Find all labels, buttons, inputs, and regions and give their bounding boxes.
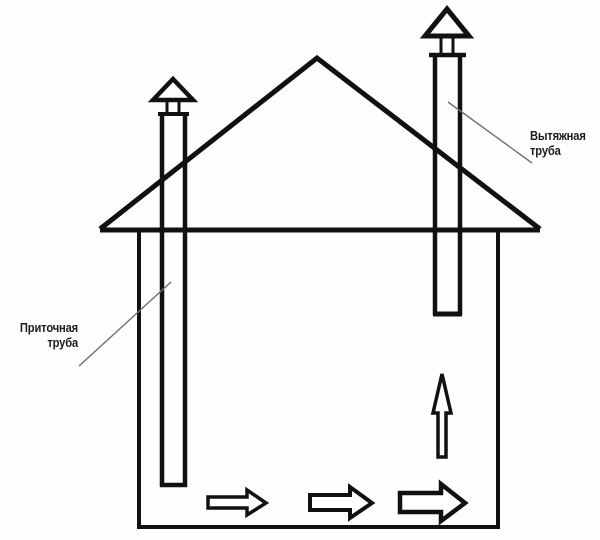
- leader-line-exhaust: [447, 101, 533, 164]
- supply-pipe-label-line1: Приточная: [19, 320, 78, 335]
- airflow-arrows-horizontal: [206, 479, 469, 526]
- leader-lines: [78, 101, 533, 367]
- airflow-arrow-3: [397, 479, 469, 526]
- supply-pipe-label: Приточная труба: [11, 320, 78, 350]
- exhaust-pipe-label-line1: Вытяжная: [530, 128, 586, 143]
- house-outline: [98, 54, 542, 529]
- airflow-arrow-1: [206, 486, 270, 519]
- roof-gable: [98, 54, 542, 231]
- exhaust-pipe-deflector-cap: [419, 5, 475, 39]
- exhaust-pipe-label-line2: труба: [530, 143, 561, 158]
- leader-line-supply: [78, 281, 172, 367]
- supply-pipe: [147, 75, 199, 488]
- exhaust-pipe: [419, 5, 475, 317]
- airflow-arrows-vertical: [430, 373, 454, 459]
- exhaust-pipe-tube: [432, 55, 463, 315]
- airflow-arrow-up: [430, 373, 454, 459]
- supply-pipe-deflector-cap: [147, 75, 199, 103]
- airflow-arrow-2: [308, 483, 376, 522]
- exhaust-pipe-label: Вытяжная труба: [530, 128, 590, 158]
- supply-pipe-tube: [159, 115, 188, 487]
- supply-pipe-label-line2: труба: [47, 335, 78, 350]
